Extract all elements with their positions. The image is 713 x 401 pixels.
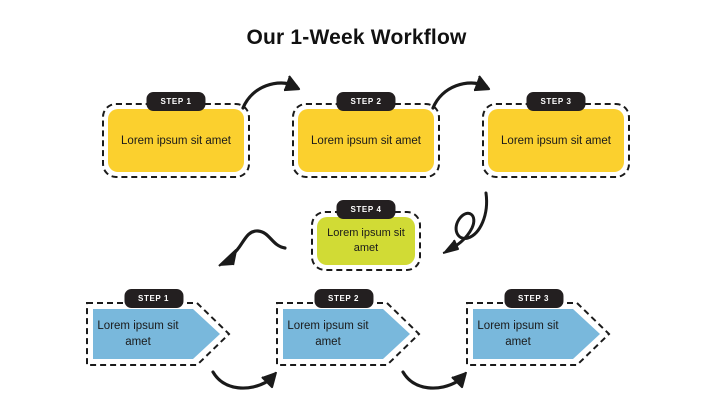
card-text: Lorem ipsum sit amet [287, 320, 369, 348]
arrow-step1-to-step2 [241, 75, 301, 110]
card-text: Lorem ipsum sit amet [97, 320, 179, 348]
step-badge: STEP 3 [504, 289, 564, 308]
card-fill [298, 109, 434, 172]
step-badge: STEP 2 [336, 92, 396, 111]
card-fill [317, 217, 415, 265]
arrow-step2-to-step3 [431, 75, 491, 110]
arrow-bottom-step1-to-step2 [211, 370, 278, 390]
card-text: Lorem ipsum sit amet [327, 227, 405, 254]
arrow-bottom-step2-to-step3 [401, 370, 468, 390]
page-title: Our 1-Week Workflow [246, 26, 467, 49]
card-text: Lorem ipsum sit amet [477, 320, 559, 348]
step-badge: STEP 2 [314, 289, 374, 308]
arrow-step4-to-bottom-step1 [218, 229, 287, 267]
step-card-middle-4[interactable]: STEP 4 Lorem ipsum sit amet [311, 200, 421, 271]
card-text: Lorem ipsum sit amet [501, 134, 611, 147]
step-chevron-bottom-3[interactable]: STEP 3 Lorem ipsum sit amet [464, 289, 612, 368]
step-chevron-bottom-2[interactable]: STEP 2 Lorem ipsum sit amet [274, 289, 422, 368]
step-chevron-bottom-1[interactable]: STEP 1 Lorem ipsum sit amet [84, 289, 232, 368]
card-text: Lorem ipsum sit amet [311, 134, 421, 147]
step-card-top-1[interactable]: STEP 1 Lorem ipsum sit amet [102, 92, 250, 178]
step-badge: STEP 1 [146, 92, 206, 111]
step-badge: STEP 3 [526, 92, 586, 111]
card-fill [488, 109, 624, 172]
card-text: Lorem ipsum sit amet [121, 134, 231, 147]
step-badge: STEP 4 [336, 200, 396, 219]
step-card-top-2[interactable]: STEP 2 Lorem ipsum sit amet [292, 92, 440, 178]
step-card-top-3[interactable]: STEP 3 Lorem ipsum sit amet [482, 92, 630, 178]
step-badge: STEP 1 [124, 289, 184, 308]
card-fill [108, 109, 244, 172]
arrow-step3-to-step4 [442, 191, 489, 254]
